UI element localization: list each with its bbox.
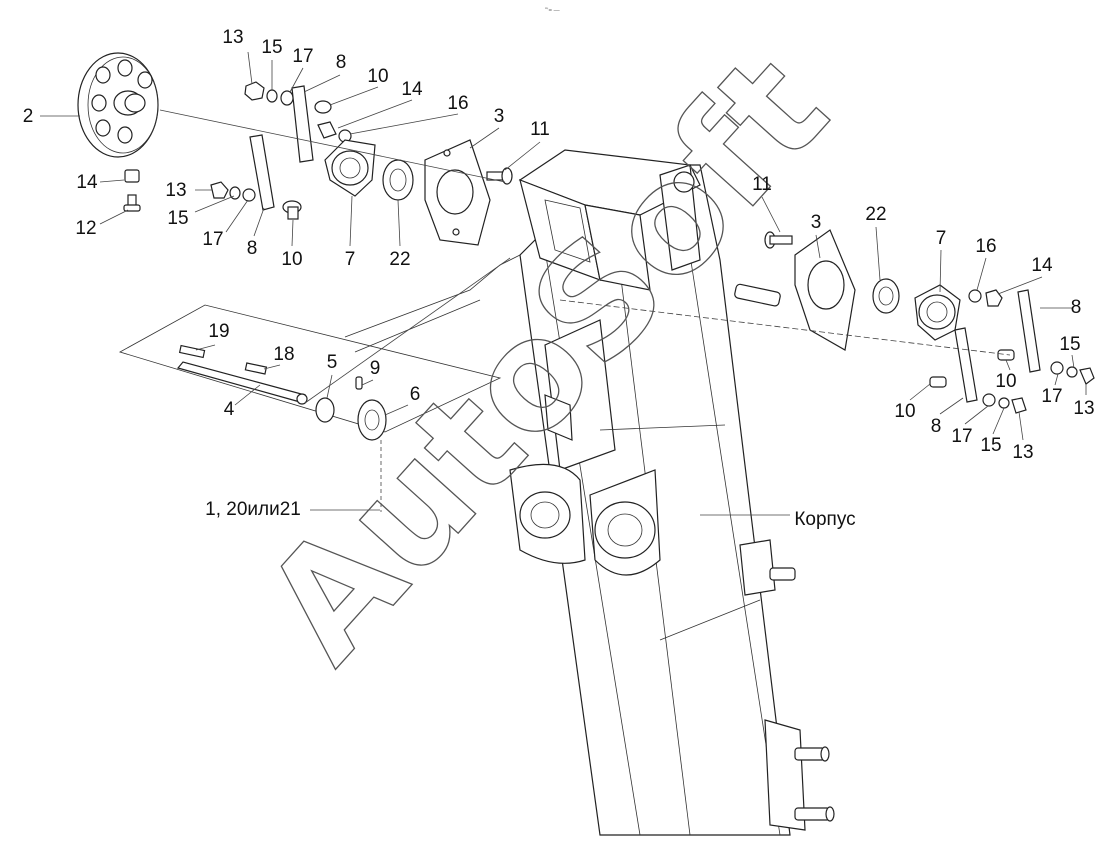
- part-label-p7b: 7: [936, 228, 947, 249]
- leader-lines: [40, 51, 1087, 516]
- bearing-right: [872, 278, 900, 314]
- shaft-assembly-frame: [118, 254, 521, 433]
- part-label-p4: 4: [224, 399, 235, 420]
- part-label-p8d: 8: [931, 416, 942, 437]
- part-label-p8a: 8: [336, 52, 347, 73]
- part-label-p14b: 14: [76, 172, 98, 193]
- header-stamp: "‘= —: [545, 8, 560, 14]
- part-label-p8b: 8: [247, 238, 258, 259]
- part-label-p13d: 13: [1012, 442, 1033, 463]
- shaft: [176, 361, 308, 405]
- part-label-p22a: 22: [389, 249, 410, 270]
- part-label-p2: 2: [23, 106, 34, 127]
- part-label-p12: 12: [75, 218, 96, 239]
- part-label-p16b: 16: [975, 236, 996, 257]
- part-label-p22b: 22: [865, 204, 886, 225]
- part-label-p13c: 13: [1073, 398, 1094, 419]
- part-label-p14c: 14: [1031, 255, 1053, 276]
- part-label-p10c: 10: [995, 371, 1016, 392]
- part-label-p10a: 10: [367, 66, 388, 87]
- pin-9: [355, 376, 363, 390]
- nut-and-bolt-left: [123, 169, 141, 212]
- part-label-p11b: 11: [752, 174, 772, 195]
- bearing-flange-right: [914, 284, 961, 341]
- hardware-top-row: [244, 81, 352, 163]
- side-plate-left: [424, 139, 491, 246]
- part-label-p19: 19: [208, 321, 229, 342]
- part-label-p6: 6: [410, 384, 421, 405]
- part-label-p17d: 17: [951, 426, 972, 447]
- ring-5: [315, 397, 335, 423]
- sprocket-6: [357, 399, 387, 441]
- part-label-p15d: 15: [980, 435, 1001, 456]
- part-label-p8c: 8: [1071, 297, 1082, 318]
- key-18: [244, 362, 268, 375]
- part-label-p3a: 3: [494, 106, 505, 127]
- part-label-p11a: 11: [530, 119, 550, 140]
- part-label-p5: 5: [327, 352, 338, 373]
- hardware-bottom-row: [210, 134, 302, 220]
- part-label-p16a: 16: [447, 93, 468, 114]
- part-number-labels: 13 15 17 8 10 14 16 3 11 2 14 13 15 12 17 8 10 7 22 19 18 5 9 6…: [23, 27, 1095, 530]
- part-label-p3b: 3: [811, 212, 822, 233]
- part-label-p17b: 17: [202, 229, 223, 250]
- part-label-p17a: 17: [292, 46, 313, 67]
- side-shaft-mid: [739, 539, 796, 596]
- part-label-p15b: 15: [167, 208, 188, 229]
- housing-body: [509, 149, 835, 836]
- key-19: [178, 344, 206, 359]
- bolt-11-left: [486, 167, 513, 185]
- bearing-flange-left: [324, 139, 376, 197]
- part-label-p13b: 13: [165, 180, 186, 201]
- part-label-p17c: 17: [1041, 386, 1062, 407]
- part-label-p18: 18: [273, 344, 294, 365]
- part-label-p13a: 13: [222, 27, 243, 48]
- part-label-pbody: Корпус: [794, 509, 855, 530]
- part-label-p15a: 15: [261, 37, 282, 58]
- part-label-p7a: 7: [345, 249, 356, 270]
- pulley-disc: [77, 52, 159, 158]
- part-label-p1: 1, 20или21: [205, 499, 301, 520]
- side-plate-right: [794, 229, 856, 351]
- part-label-p10d: 10: [894, 401, 915, 422]
- part-label-p15c: 15: [1059, 334, 1080, 355]
- side-shaft-lower: [764, 719, 835, 831]
- bolt-11-right: [764, 231, 793, 249]
- part-label-p10b: 10: [281, 249, 302, 270]
- part-label-p9: 9: [370, 358, 381, 379]
- bearing-left: [382, 159, 414, 201]
- part-label-p14a: 14: [401, 79, 423, 100]
